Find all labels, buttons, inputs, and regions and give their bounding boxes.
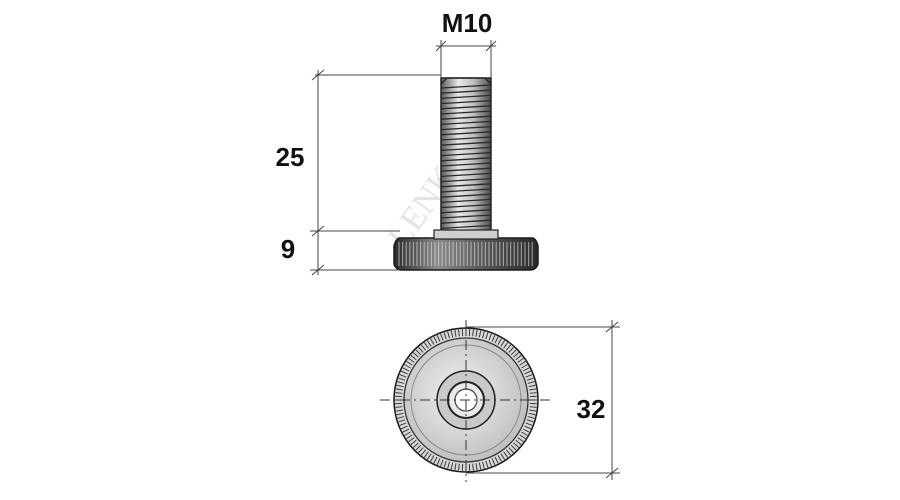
thread-size-label: M10 (442, 8, 493, 38)
knurled-base (393, 237, 539, 271)
stud-side-view (393, 77, 539, 271)
thread-chamfer (440, 77, 492, 85)
thread-lines (440, 84, 492, 230)
knurl-lines (398, 242, 533, 266)
base-collar (433, 229, 499, 240)
dimension-lines-side (310, 40, 497, 276)
diameter-label: 32 (577, 394, 606, 424)
dimension-lines-top (466, 320, 620, 480)
base-height-label: 9 (281, 234, 295, 264)
stud-top-view (380, 320, 552, 482)
length-label: 25 (276, 142, 305, 172)
center-lines (380, 320, 552, 482)
